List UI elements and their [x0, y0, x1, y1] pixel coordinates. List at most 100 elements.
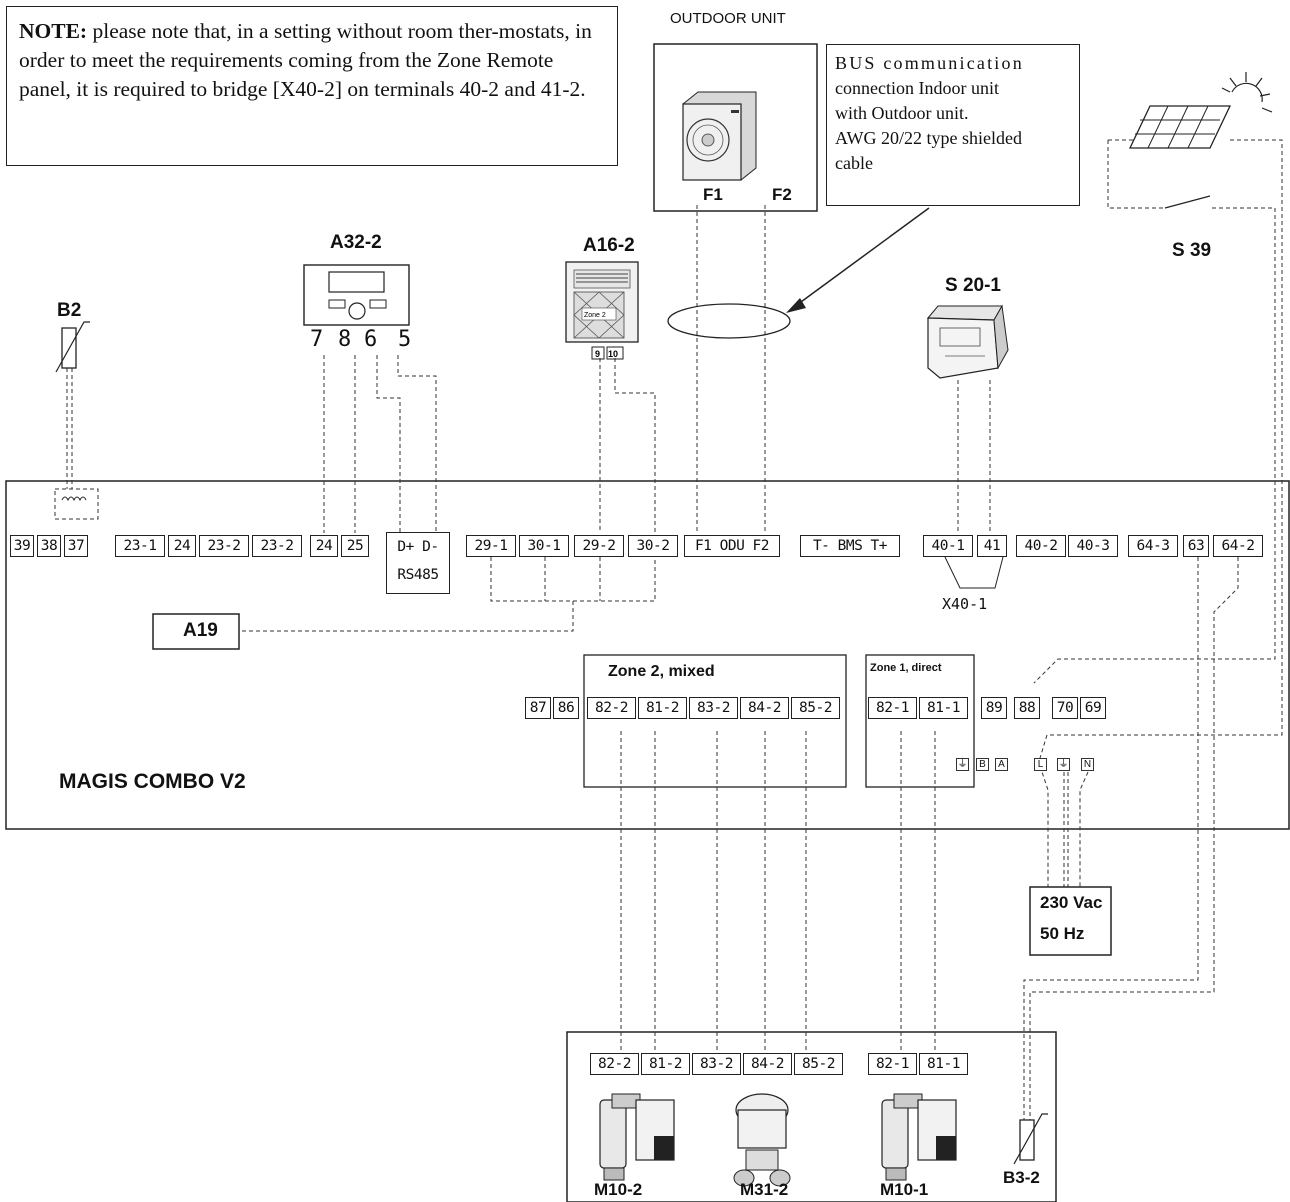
terminal-86: 86	[553, 697, 579, 719]
device-terminal-81-1: 81-1	[919, 1053, 968, 1075]
terminal-81-1: 81-1	[919, 697, 968, 719]
outdoor-unit-device	[682, 91, 757, 181]
svg-text:10: 10	[608, 349, 618, 359]
a16-2-device: Zone 2	[565, 261, 639, 343]
terminal-29-1: 29-1	[466, 535, 516, 557]
ground-terminal-1: ⏚	[956, 758, 969, 771]
voltage-label: 230 Vac	[1040, 893, 1103, 912]
a16-2-label: A16-2	[583, 235, 635, 256]
terminal-41: 41	[977, 535, 1007, 557]
terminal-64-2: 64-2	[1213, 535, 1263, 557]
bus-line-2: connection Indoor unit	[835, 78, 999, 98]
bus-line-4: AWG 20/22 type shielded	[835, 128, 1023, 148]
bus-line-3: with Outdoor unit.	[835, 103, 969, 123]
devices-frame	[566, 1031, 1057, 1202]
terminal-37: 37	[64, 535, 88, 557]
note-heading: NOTE:	[19, 19, 88, 43]
rs485-label: RS485	[397, 567, 439, 583]
terminal-24-a: 24	[168, 535, 196, 557]
bus-line-1: BUS communication	[835, 53, 1024, 73]
s20-1-device	[926, 304, 1009, 379]
terminal-85-2: 85-2	[791, 697, 840, 719]
outdoor-unit-frame	[653, 43, 818, 212]
terminal-88: 88	[1014, 697, 1040, 719]
x40-1-label: X40-1	[942, 595, 988, 613]
valve-m31-2-device	[733, 1093, 791, 1187]
frequency-label: 50 Hz	[1040, 924, 1085, 943]
svg-text:Zone 2: Zone 2	[584, 312, 606, 319]
f1-label: F1	[703, 185, 723, 204]
a32-2-pin-7: 7	[310, 327, 324, 352]
terminal-69: 69	[1080, 697, 1106, 719]
terminal-89: 89	[981, 697, 1007, 719]
terminal-64-3: 64-3	[1128, 535, 1178, 557]
pump-m10-2-device	[599, 1093, 675, 1181]
terminal-30-2: 30-2	[628, 535, 678, 557]
zone1-title: Zone 1, direct	[870, 662, 942, 674]
bus-note-box: BUS communication connection Indoor unit…	[826, 44, 1080, 206]
device-terminal-83-2: 83-2	[692, 1053, 741, 1075]
zone2-title: Zone 2, mixed	[608, 663, 715, 680]
terminal-rs485: D+ D- RS485	[386, 532, 450, 594]
outdoor-unit-label: OUTDOOR UNIT	[670, 10, 786, 27]
terminal-63: 63	[1183, 535, 1209, 557]
terminal-70: 70	[1052, 697, 1078, 719]
a19-frame	[152, 613, 240, 650]
device-terminal-82-1: 82-1	[868, 1053, 917, 1075]
terminal-83-2: 83-2	[689, 697, 738, 719]
a32-2-pin-5: 5	[398, 327, 412, 352]
device-terminal-82-2: 82-2	[590, 1053, 639, 1075]
terminal-40-2: 40-2	[1016, 535, 1066, 557]
a19-label: A19	[183, 620, 218, 641]
terminal-39: 39	[10, 535, 34, 557]
unit-name-label: MAGIS COMBO V2	[59, 770, 246, 793]
pump-m10-1-device	[881, 1093, 957, 1181]
zone1-frame	[865, 654, 975, 788]
svg-text:9: 9	[595, 349, 600, 359]
b3-2-label: B3-2	[1003, 1168, 1040, 1187]
terminal-b: B	[976, 758, 989, 771]
f2-label: F2	[772, 185, 792, 204]
b2-label: B2	[57, 300, 82, 321]
terminal-l: L	[1034, 758, 1047, 771]
solar-panel-device	[1128, 72, 1273, 149]
bus-line-5: cable	[835, 153, 873, 173]
terminal-24-b: 24	[310, 535, 338, 557]
terminal-bms: T- BMS T+	[800, 535, 900, 557]
terminal-25: 25	[341, 535, 369, 557]
a32-2-pin-6: 6	[364, 327, 378, 352]
terminal-87: 87	[525, 697, 551, 719]
device-terminal-84-2: 84-2	[743, 1053, 792, 1075]
terminal-odu: F1 ODU F2	[684, 535, 780, 557]
terminal-23-2-a: 23-2	[199, 535, 249, 557]
m31-2-label: M31-2	[740, 1180, 789, 1199]
terminal-40-1: 40-1	[923, 535, 973, 557]
terminal-82-2: 82-2	[587, 697, 636, 719]
a32-2-pin-8: 8	[338, 327, 352, 352]
terminal-82-1: 82-1	[868, 697, 917, 719]
s20-1-label: S 20-1	[945, 275, 1001, 296]
m10-1-label: M10-1	[880, 1180, 929, 1199]
terminal-81-2: 81-2	[638, 697, 687, 719]
terminal-84-2: 84-2	[740, 697, 789, 719]
terminal-n: N	[1081, 758, 1094, 771]
power-frame	[1029, 886, 1112, 956]
main-unit-frame	[5, 480, 1290, 830]
terminal-38: 38	[37, 535, 61, 557]
terminal-a: A	[995, 758, 1008, 771]
terminal-30-1: 30-1	[519, 535, 569, 557]
terminal-29-2: 29-2	[574, 535, 624, 557]
terminal-23-1: 23-1	[115, 535, 165, 557]
terminal-40-3: 40-3	[1068, 535, 1118, 557]
a32-2-label: A32-2	[330, 232, 382, 253]
device-terminal-85-2: 85-2	[794, 1053, 843, 1075]
s39-label: S 39	[1172, 240, 1212, 261]
m10-2-label: M10-2	[594, 1180, 643, 1199]
note-text: please note that, in a setting without r…	[19, 19, 592, 101]
a32-2-device	[303, 264, 410, 326]
rs485-pins: D+ D-	[397, 539, 439, 555]
note-box: NOTE: please note that, in a setting wit…	[6, 6, 618, 166]
terminal-23-2-b: 23-2	[252, 535, 302, 557]
